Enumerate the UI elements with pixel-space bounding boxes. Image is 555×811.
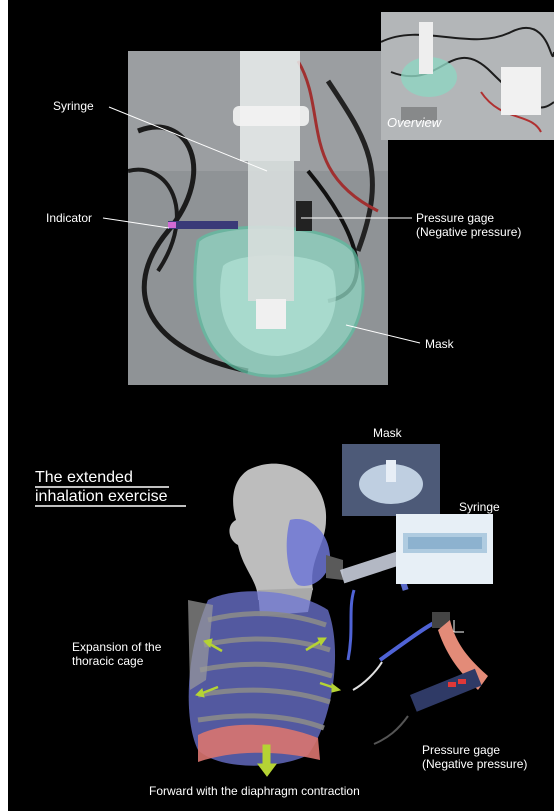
label-syringe-bottom: Syringe [459, 500, 500, 514]
figure-canvas: Overview Syringe Indicator Pressure gage… [8, 0, 554, 811]
label-mask-bottom: Mask [373, 426, 402, 440]
label-expansion: Expansion of the thoracic cage [72, 640, 161, 668]
inhalation-illustration [8, 0, 554, 811]
label-forward: Forward with the diaphragm contraction [149, 784, 360, 798]
diagram-title-line1: The extended [35, 468, 133, 487]
label-pressure-gage-bottom: Pressure gage (Negative pressure) [422, 743, 527, 771]
diagram-title-line2: inhalation exercise [35, 487, 168, 506]
